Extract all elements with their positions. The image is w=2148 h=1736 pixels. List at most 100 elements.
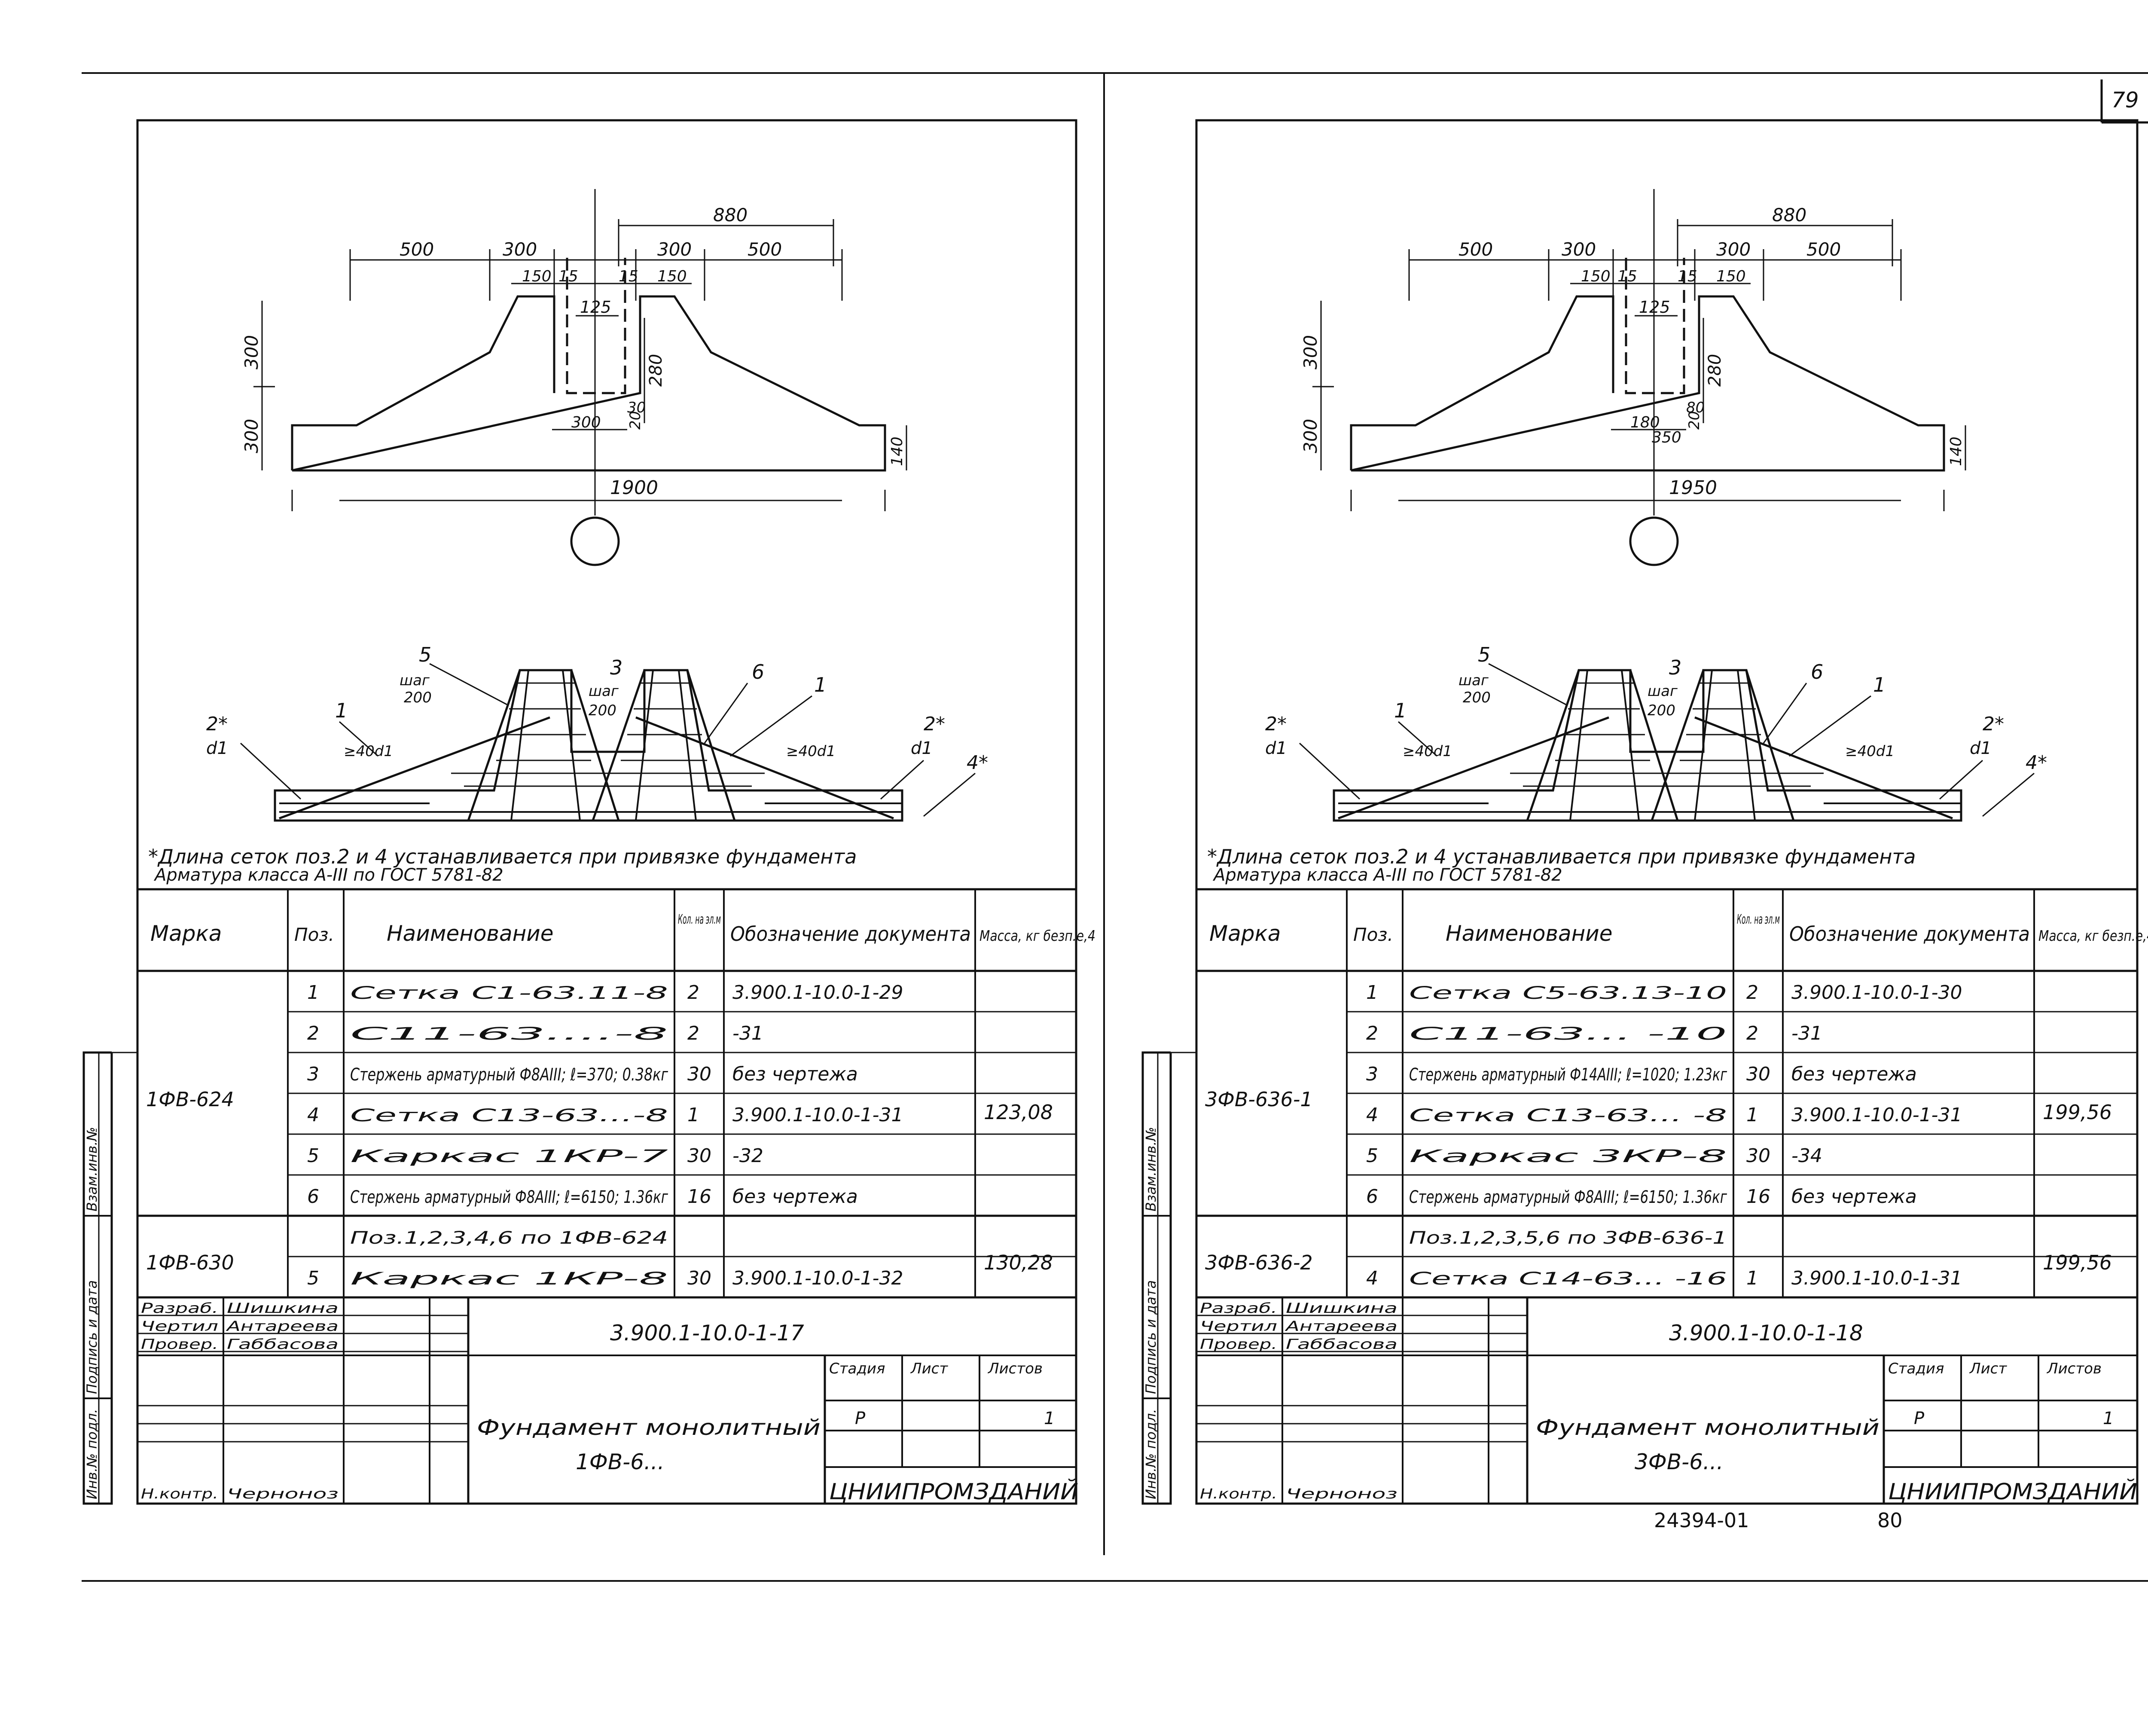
callout-40d-left: ≥40d1 — [1403, 743, 1452, 760]
column-socket — [1625, 258, 1685, 394]
marka-2: 3ФВ-636-2 — [1205, 1251, 1313, 1274]
callout-2-right: 2* — [1983, 713, 2004, 735]
row-kol: 30 — [1746, 1063, 1770, 1085]
cage-leg-inner — [510, 670, 581, 821]
header-kol: Кол. на эл.м — [678, 912, 721, 927]
callout-d1-right: d1 — [911, 738, 933, 758]
dim-500-left: 500 — [1458, 239, 1493, 260]
stamp-role: Разраб. — [1200, 1300, 1277, 1316]
stamp-role: Провер. — [141, 1336, 218, 1352]
row-name: Сетка С13-63... -8 — [1409, 1106, 1727, 1126]
row-doc: -31 — [1791, 1022, 1822, 1044]
callout-step1-value: 200 — [404, 689, 432, 706]
row-poz: 5 — [307, 1267, 319, 1289]
row-kol: 16 — [687, 1186, 711, 1208]
mass-1: 199,56 — [2043, 1101, 2112, 1124]
stamp-listov-value: 1 — [1044, 1409, 1055, 1428]
dim-125: 125 — [580, 298, 611, 317]
stamp-listov-label: Листов — [2046, 1360, 2102, 1377]
note-reinforcement-class: Арматура класса А-III по ГОСТ 5781-82 — [1212, 865, 1562, 885]
header-mass: Масса, кг безп.е,4 — [2038, 927, 2148, 945]
marka-1: 1ФВ-624 — [146, 1088, 234, 1111]
stamp-role: Чертил — [141, 1318, 218, 1334]
callout-d1-left: d1 — [1265, 738, 1287, 758]
row-poz: 4 — [307, 1104, 319, 1126]
side-strip-outer — [1141, 1051, 1172, 1505]
cage-leg — [467, 670, 620, 821]
row-kol: 2 — [1746, 1022, 1758, 1044]
row-kol: 30 — [1746, 1145, 1770, 1167]
dim-280: 280 — [646, 354, 666, 387]
header-name: Наименование — [1446, 921, 1613, 946]
stamp-listov-label: Листов — [987, 1360, 1043, 1377]
row-doc: -32 — [732, 1145, 763, 1167]
slant-bar-left — [1338, 716, 1609, 820]
callout-2-left: 2* — [206, 713, 228, 735]
dim-15-left: 15 — [1617, 268, 1637, 285]
row-name: Каркас 1КР-8 — [350, 1269, 668, 1289]
dim-140: 140 — [1947, 436, 1965, 466]
stamp-name: Антареева — [1285, 1318, 1397, 1334]
dim-125: 125 — [1639, 298, 1670, 317]
leader — [339, 721, 378, 757]
stamp-code: 3.900.1-10.0-1-17 — [610, 1321, 804, 1345]
dim-280: 280 — [1705, 354, 1725, 387]
row-doc: без чертежа — [732, 1063, 858, 1085]
stamp-organization: ЦНИИПРОМЗДАНИЙ — [1888, 1479, 2137, 1505]
dim-base-1: 300 — [571, 414, 601, 431]
stamp-title: Фундамент монолитный — [477, 1415, 821, 1440]
leader — [1789, 695, 1871, 757]
callout-step1-value: 200 — [1463, 689, 1491, 706]
callout-6: 6 — [1811, 660, 1823, 683]
row-poz: 4 — [1366, 1267, 1378, 1289]
cage-leg-inner — [635, 670, 697, 821]
marka-1: 3ФВ-636-1 — [1205, 1088, 1313, 1111]
mass-2: 199,56 — [2043, 1251, 2112, 1274]
header-doc: Обозначение документа — [730, 922, 971, 946]
row-doc: -31 — [732, 1022, 763, 1044]
dim-300-vert-bottom: 300 — [1300, 419, 1321, 453]
dim-20: 20 — [1686, 411, 1703, 430]
stamp-listov-value: 1 — [2103, 1409, 2114, 1428]
slant-bar-left — [279, 716, 550, 820]
callout-1-left: 1 — [1394, 699, 1407, 722]
row-poz: 1 — [1366, 982, 1378, 1004]
table-row: Поз.1,2,3,5,6 по 3ФВ-636-1 — [1409, 1228, 1727, 1248]
footer-page: 80 — [1877, 1509, 1903, 1532]
side-podpis: Подпись и дата — [84, 1280, 100, 1394]
cage-leg-inner — [1569, 670, 1640, 821]
leader — [1488, 663, 1566, 705]
callout-d1-left: d1 — [206, 738, 228, 758]
leader — [704, 683, 748, 744]
callout-1-left: 1 — [335, 699, 348, 722]
dim-300-right: 300 — [1716, 239, 1751, 260]
note-lengths: *Длина сеток поз.2 и 4 устанавливается п… — [1207, 845, 1916, 868]
row-name: Стержень арматурный Ф8АIII; ℓ=6150; 1.36… — [1409, 1187, 1727, 1207]
slant-bar-right — [635, 716, 894, 820]
row-name: Стержень арматурный Ф14АIII; ℓ=1020; 1.2… — [1409, 1065, 1727, 1085]
stamp-list-label: Лист — [910, 1360, 948, 1377]
leader — [1939, 760, 1983, 800]
dim-20: 20 — [627, 411, 644, 430]
stamp-name: Габбасова — [227, 1336, 339, 1352]
leader — [1982, 772, 2035, 817]
stamp-role: Разраб. — [141, 1300, 218, 1316]
row-kol: 1 — [687, 1104, 699, 1126]
note-lengths: *Длина сеток поз.2 и 4 устанавливается п… — [148, 845, 857, 868]
header-mass: Масса, кг безп.е,4 — [979, 927, 1095, 945]
dim-base-2: 350 — [1652, 429, 1681, 446]
callout-2-right: 2* — [924, 713, 945, 735]
row-kol: 2 — [1746, 982, 1758, 1004]
stamp-subtitle: 3ФВ-6... — [1635, 1449, 1724, 1474]
row-name: Поз.1,2,3,4,6 по 1ФВ-624 — [350, 1228, 668, 1248]
dim-500-right: 500 — [1806, 239, 1841, 260]
